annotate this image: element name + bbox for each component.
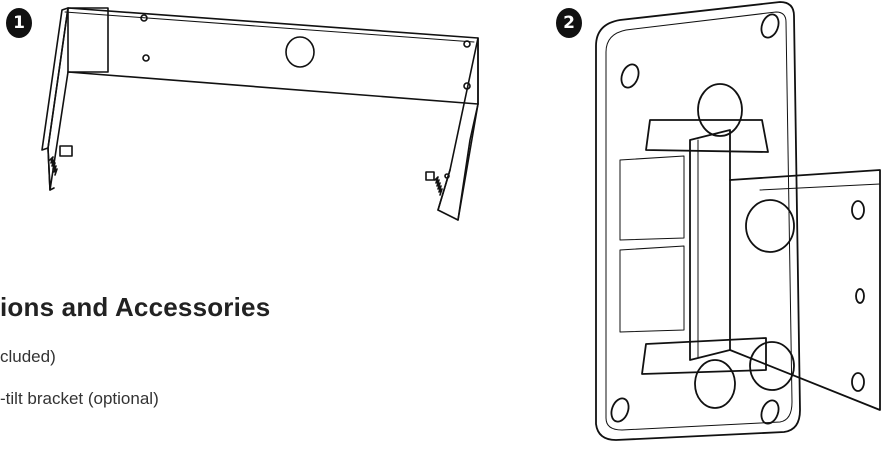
step-2-number: 2 — [563, 13, 575, 33]
pan-tilt-bracket-illustration — [580, 0, 881, 444]
list-item: -tilt bracket (optional) — [0, 389, 159, 408]
step-2-badge: 2 — [556, 8, 582, 38]
u-bracket-drawing — [41, 7, 479, 221]
step-1-badge: 1 — [6, 8, 32, 38]
list-item: cluded) — [0, 347, 56, 366]
section-heading: ions and Accessories — [0, 292, 271, 322]
step-1-number: 1 — [13, 13, 25, 33]
u-bracket-illustration — [40, 0, 480, 225]
pan-tilt-drawing — [595, 1, 881, 441]
